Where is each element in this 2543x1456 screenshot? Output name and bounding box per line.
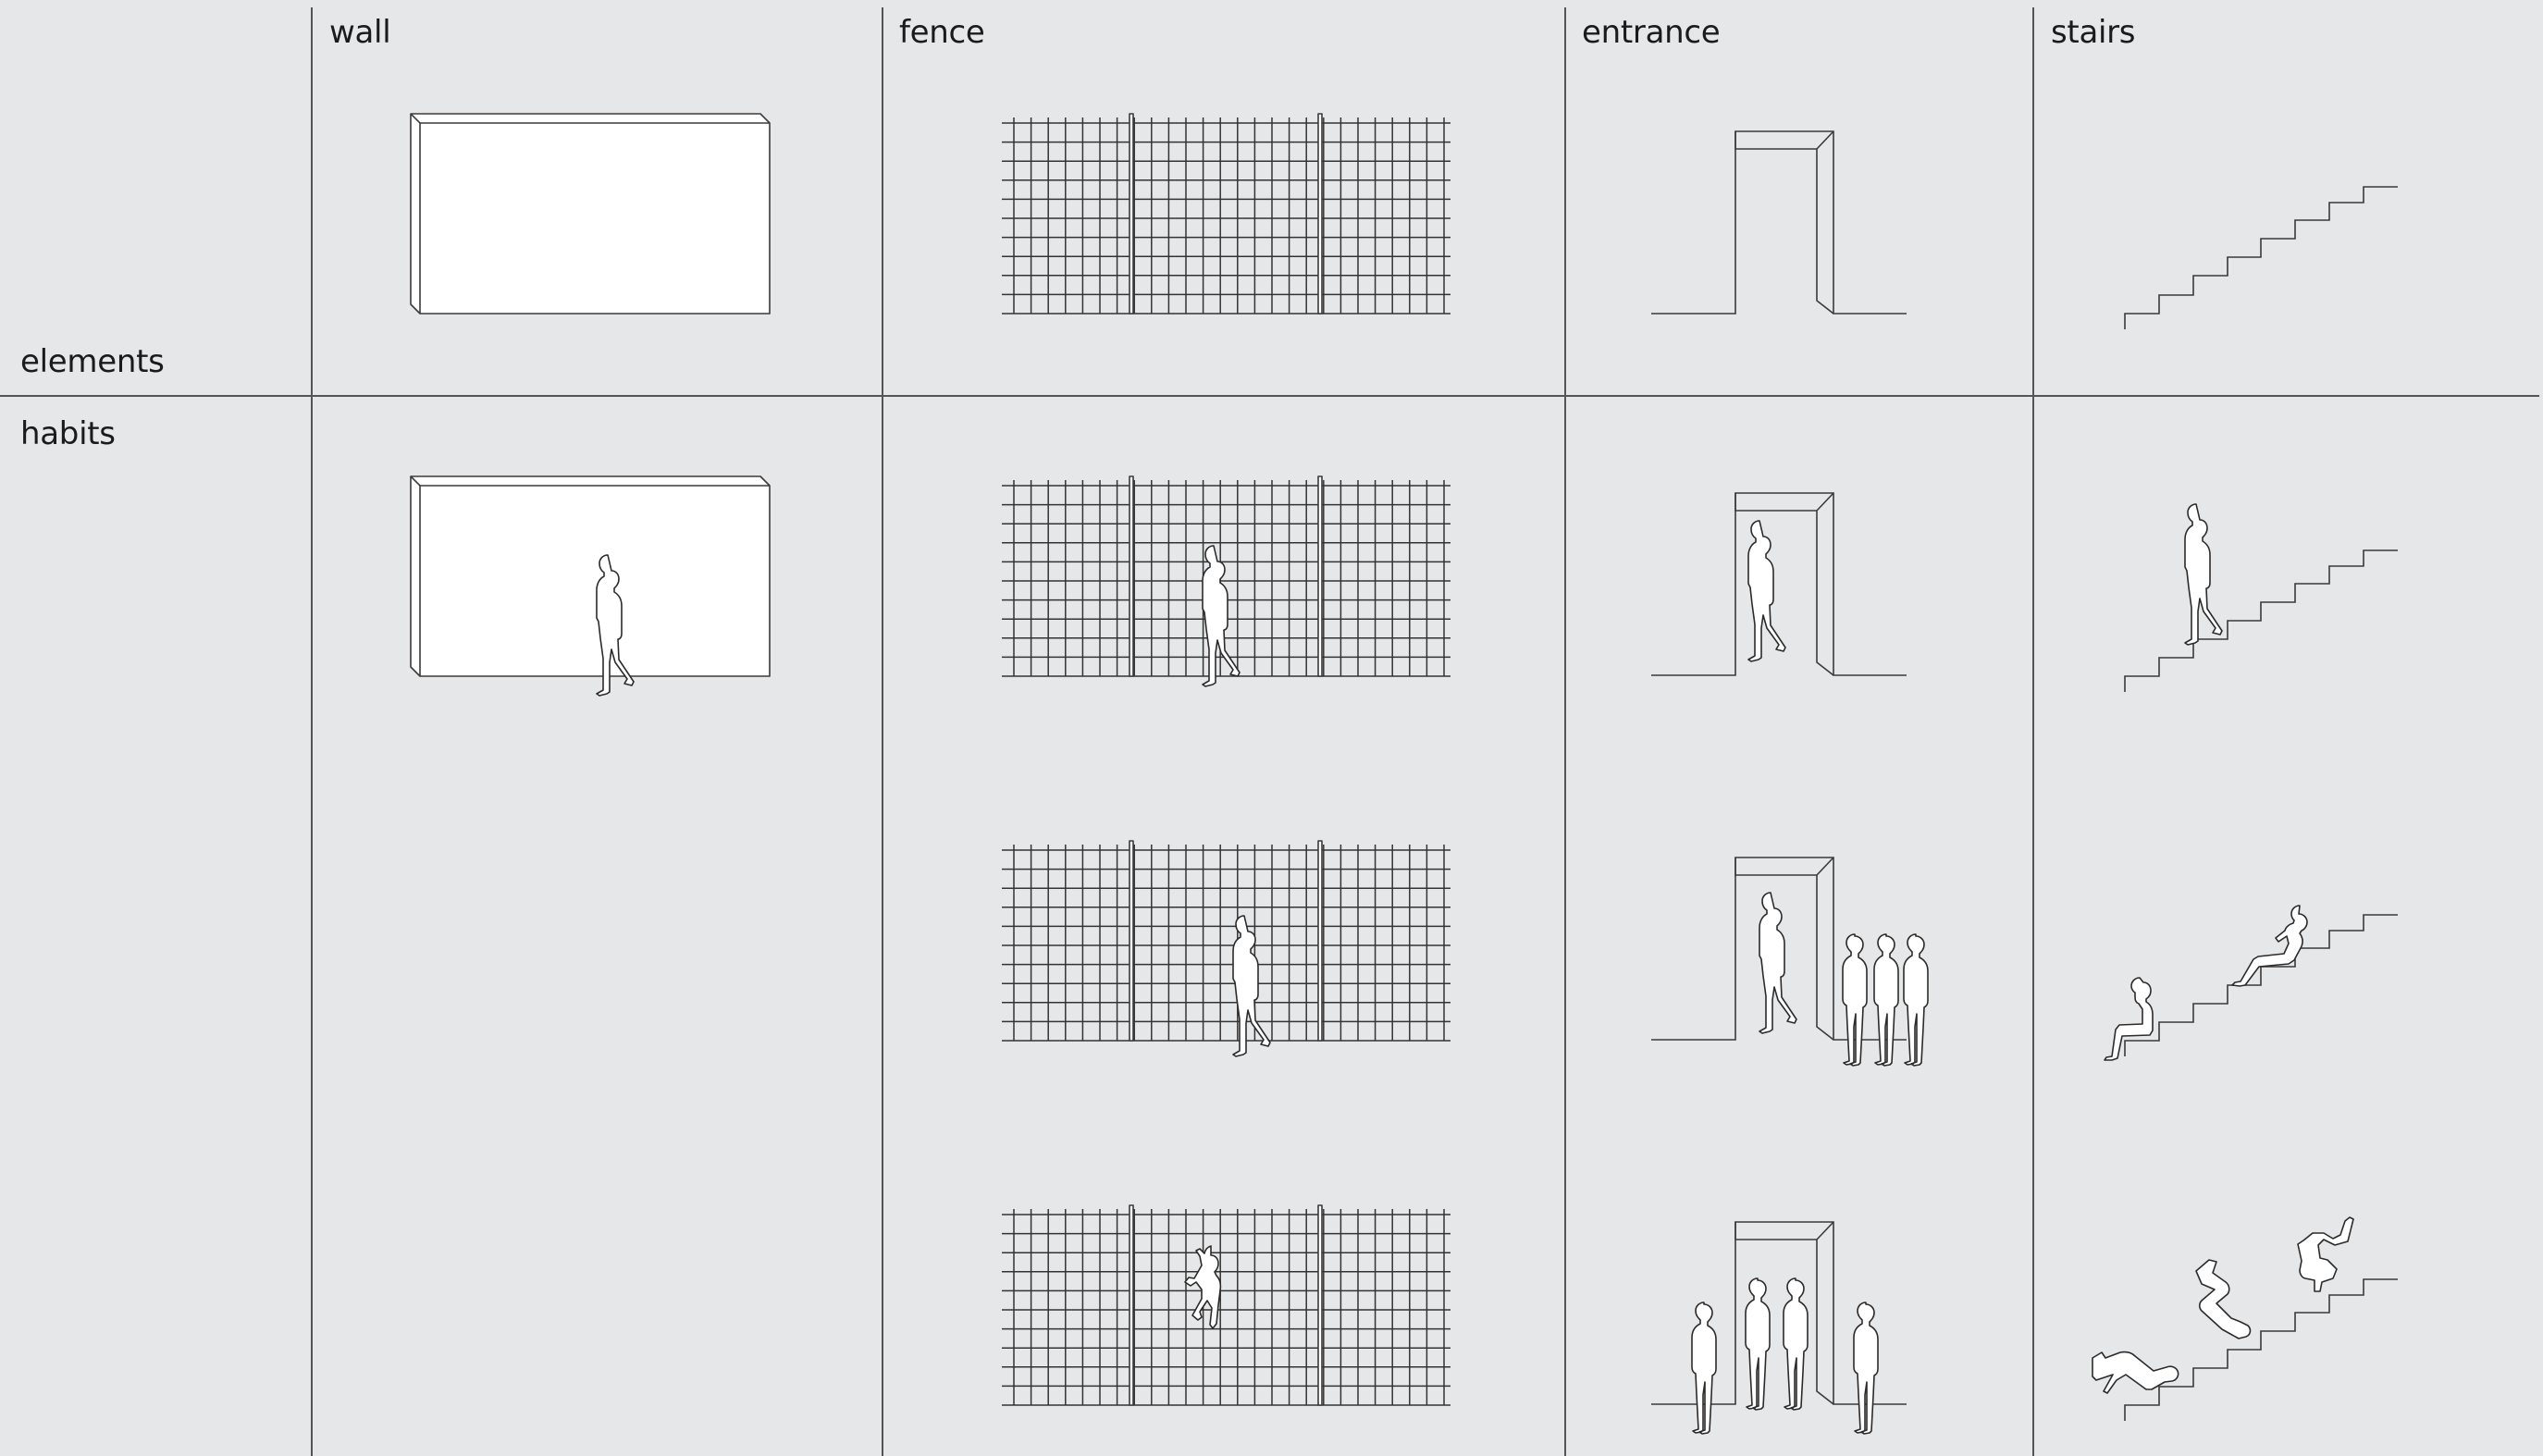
person-figure-icon — [1854, 1302, 1878, 1434]
person-figure-icon — [2185, 504, 2222, 645]
stairs-icon — [2125, 1279, 2398, 1421]
person-figure-icon — [1748, 521, 1785, 661]
person-figure-icon — [1759, 893, 1796, 1033]
person-figure-icon — [1692, 1302, 1716, 1434]
person-figure-icon — [2105, 978, 2153, 1060]
fence-icon — [1002, 476, 1450, 676]
person-figure-icon — [1874, 934, 1898, 1066]
person-figure-icon — [1843, 934, 1867, 1066]
stairs-icon — [2125, 187, 2398, 329]
fence-icon — [1002, 114, 1450, 314]
fence-icon — [1002, 1205, 1450, 1405]
person-figure-icon — [1904, 934, 1928, 1066]
wall-icon — [411, 476, 770, 676]
wall-icon — [411, 114, 770, 314]
stairs-icon — [2125, 915, 2398, 1056]
person-figure-icon — [1746, 1278, 1770, 1410]
person-figure-icon — [2196, 1260, 2250, 1339]
entrance-icon — [1651, 131, 1907, 314]
person-figure-icon — [1784, 1278, 1808, 1410]
person-figure-icon — [1233, 916, 1270, 1056]
fence-icon — [1002, 841, 1450, 1041]
stairs-icon — [2125, 550, 2398, 692]
person-figure-icon — [1203, 546, 1240, 686]
person-figure-icon — [2232, 906, 2307, 986]
person-figure-icon — [2298, 1217, 2353, 1291]
